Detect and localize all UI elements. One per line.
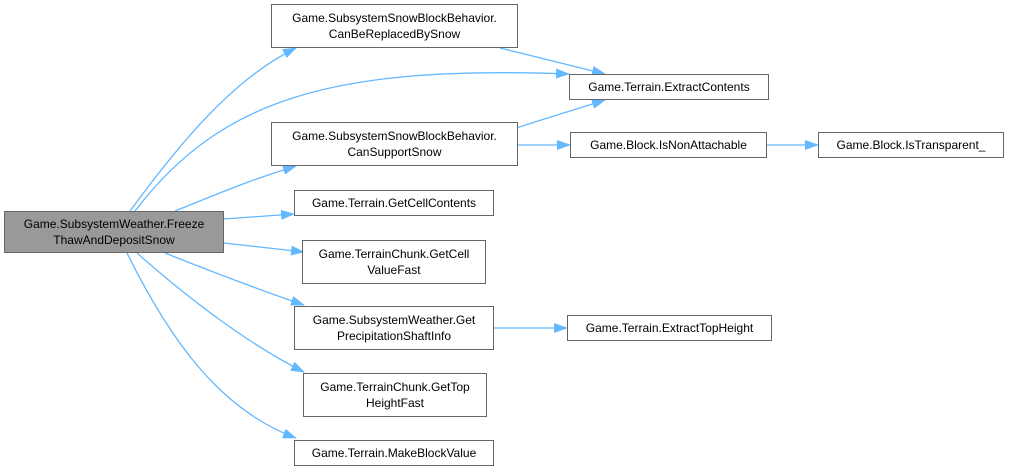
edge-root-to-extract-contents (134, 68, 570, 212)
node-label-line1: Game.TerrainChunk.GetTop (320, 380, 470, 394)
node-get-precipitation-shaft-info[interactable]: Game.SubsystemWeather.Get PrecipitationS… (294, 306, 494, 350)
node-label-line1: Game.SubsystemWeather.Get (312, 313, 476, 327)
node-can-support-snow[interactable]: Game.SubsystemSnowBlockBehavior. CanSupp… (271, 122, 518, 166)
node-label-line1: Game.TerrainChunk.GetCell (318, 247, 470, 261)
edge-root-to-get-precip (164, 252, 305, 306)
edge-root-to-can-be-replaced (129, 47, 297, 212)
node-make-block-value[interactable]: Game.Terrain.MakeBlockValue (294, 440, 494, 466)
node-get-cell-value-fast[interactable]: Game.TerrainChunk.GetCell ValueFast (302, 240, 486, 284)
edge-root-to-make-block-value (126, 252, 297, 439)
node-is-non-attachable[interactable]: Game.Block.IsNonAttachable (570, 132, 767, 158)
node-label: Game.Terrain.ExtractTopHeight (585, 321, 754, 335)
node-extract-top-height[interactable]: Game.Terrain.ExtractTopHeight (567, 315, 772, 341)
node-is-transparent[interactable]: Game.Block.IsTransparent_ (818, 132, 1004, 158)
node-label: Game.Terrain.ExtractContents (588, 80, 750, 94)
node-label-line1: Game.SubsystemWeather.Freeze (23, 217, 205, 231)
node-label-line2: PrecipitationShaftInfo (336, 329, 452, 343)
node-label-line1: Game.SubsystemSnowBlockBehavior. (292, 11, 497, 25)
edge-root-to-get-cell-contents (223, 209, 295, 220)
node-label: Game.Block.IsNonAttachable (590, 138, 747, 152)
edge-root-to-get-cell-value-fast (223, 242, 305, 256)
node-get-cell-contents[interactable]: Game.Terrain.GetCellContents (294, 190, 494, 216)
node-label-line2: ValueFast (367, 263, 421, 277)
node-label-line2: CanSupportSnow (347, 145, 442, 159)
node-label: Game.Block.IsTransparent_ (836, 138, 986, 152)
node-label-line1: Game.SubsystemSnowBlockBehavior. (292, 129, 497, 143)
node-extract-contents[interactable]: Game.Terrain.ExtractContents (569, 74, 769, 100)
edge-can-be-replaced-to-extract-contents (499, 47, 606, 76)
node-label-line2: CanBeReplacedBySnow (328, 27, 461, 41)
node-label-line2: HeightFast (365, 396, 425, 410)
node-label-line2: ThawAndDepositSnow (53, 233, 175, 247)
node-label: Game.Terrain.GetCellContents (311, 196, 477, 210)
node-can-be-replaced-by-snow[interactable]: Game.SubsystemSnowBlockBehavior. CanBeRe… (271, 4, 518, 48)
node-get-top-height-fast[interactable]: Game.TerrainChunk.GetTop HeightFast (303, 373, 487, 417)
edge-root-to-get-top-height-fast (136, 252, 305, 373)
edge-root-to-can-support (174, 165, 297, 212)
node-freeze-thaw-and-deposit-snow[interactable]: Game.SubsystemWeather.Freeze ThawAndDepo… (4, 211, 224, 253)
node-label: Game.Terrain.MakeBlockValue (311, 446, 477, 460)
